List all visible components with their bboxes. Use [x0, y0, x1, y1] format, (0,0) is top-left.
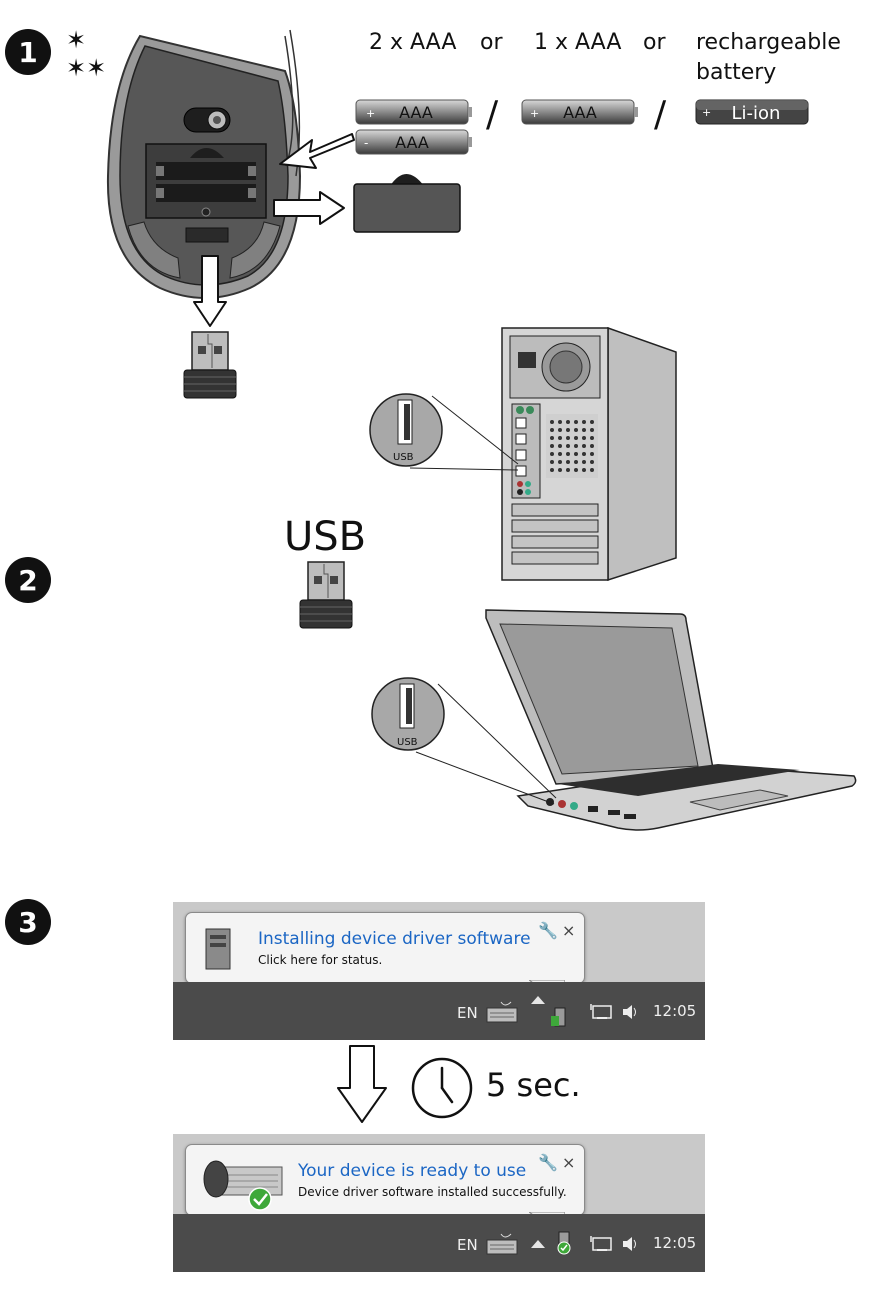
plus-sign: +	[366, 107, 375, 120]
insert-battery-arrow	[279, 133, 355, 169]
notification-ready-subtitle: Device driver software installed success…	[298, 1185, 567, 1199]
or-label-1: or	[480, 30, 503, 55]
plus-sign: +	[530, 107, 539, 120]
clock[interactable]: 12:05	[653, 1234, 697, 1252]
laptop-illustration	[371, 609, 857, 831]
device-installing-icon[interactable]	[549, 1006, 567, 1028]
notification-ready-title: Your device is ready to use	[298, 1161, 527, 1181]
separator-slash-2: /	[654, 94, 667, 135]
speaker-icon[interactable]	[621, 1236, 639, 1252]
plus-sign: +	[702, 106, 711, 119]
wrench-icon[interactable]: 🔧	[538, 1153, 558, 1172]
keyboard-icon[interactable]	[485, 1000, 519, 1024]
network-icon[interactable]	[589, 1234, 613, 1254]
notification-ready[interactable]: Your device is ready to use Device drive…	[185, 1144, 585, 1216]
show-hidden-icons-icon[interactable]	[529, 994, 547, 1006]
double-asterisk: ✶✶	[66, 54, 107, 82]
taskbar: EN 12:05	[173, 1214, 705, 1272]
step-2-number: 2	[18, 564, 37, 597]
aaa-single-label: AAA	[563, 103, 597, 122]
usb-big-label: USB	[284, 514, 367, 560]
speaker-icon[interactable]	[621, 1004, 639, 1020]
taskbar: EN 12:05	[173, 982, 705, 1040]
aaa-battery-single: + AAA	[521, 99, 638, 125]
li-ion-label: Li-ion	[732, 103, 781, 124]
battery-option-rechargeable: rechargeable	[696, 30, 841, 55]
desktop-tower-illustration	[369, 326, 677, 582]
language-indicator[interactable]: EN	[457, 1004, 478, 1022]
keyboard-icon[interactable]	[485, 1232, 519, 1256]
step-2-badge: 2	[5, 557, 51, 603]
clock[interactable]: 12:05	[653, 1002, 697, 1020]
step-1-number: 1	[18, 36, 37, 69]
single-asterisk: ✶	[66, 26, 87, 54]
show-hidden-icons-icon[interactable]	[529, 1238, 547, 1250]
laptop-usb-port-label: USB	[397, 737, 418, 748]
computer-tower-icon	[205, 928, 231, 970]
remove-receiver-arrow	[193, 255, 227, 327]
language-indicator[interactable]: EN	[457, 1236, 478, 1254]
wrench-icon[interactable]: 🔧	[538, 921, 558, 940]
usb-receiver-step2	[299, 561, 353, 629]
clock-icon	[411, 1057, 473, 1119]
minus-sign: -	[364, 136, 368, 150]
aaa-cell-1-label: AAA	[399, 103, 433, 122]
mouse-underside-illustration	[106, 29, 302, 299]
taskbar-panel-installing: Installing device driver software Click …	[173, 902, 705, 1040]
usb-receiver-top	[183, 331, 237, 399]
notification-installing[interactable]: Installing device driver software Click …	[185, 912, 585, 984]
close-icon[interactable]: ×	[562, 1153, 576, 1172]
close-icon[interactable]: ×	[562, 921, 576, 940]
device-ready-icon[interactable]	[553, 1230, 575, 1256]
notification-installing-title: Installing device driver software	[258, 929, 531, 949]
battery-option-battery: battery	[696, 60, 777, 85]
aaa-battery-cell-2: - AAA	[355, 129, 472, 155]
wait-time-label: 5 sec.	[486, 1066, 581, 1104]
li-ion-battery: + Li-ion	[695, 99, 809, 125]
aaa-battery-cell-1: + AAA	[355, 99, 472, 125]
step-1-badge: 1	[5, 29, 51, 75]
or-label-2: or	[643, 30, 666, 55]
step-3-badge: 3	[5, 899, 51, 945]
notification-installing-subtitle: Click here for status.	[258, 953, 383, 967]
taskbar-panel-ready: Your device is ready to use Device drive…	[173, 1134, 705, 1272]
remove-cover-arrow	[273, 191, 345, 225]
tower-usb-port-label: USB	[393, 452, 414, 463]
mouse-keyboard-icon	[203, 1160, 283, 1211]
battery-cover	[353, 174, 461, 233]
step-3-number: 3	[18, 906, 37, 939]
network-icon[interactable]	[589, 1002, 613, 1022]
aaa-cell-2-label: AAA	[395, 133, 429, 152]
battery-option-2xaaa: 2 x AAA	[369, 30, 457, 55]
wait-down-arrow	[337, 1045, 387, 1123]
battery-option-1xaaa: 1 x AAA	[534, 30, 622, 55]
separator-slash-1: /	[486, 94, 499, 135]
